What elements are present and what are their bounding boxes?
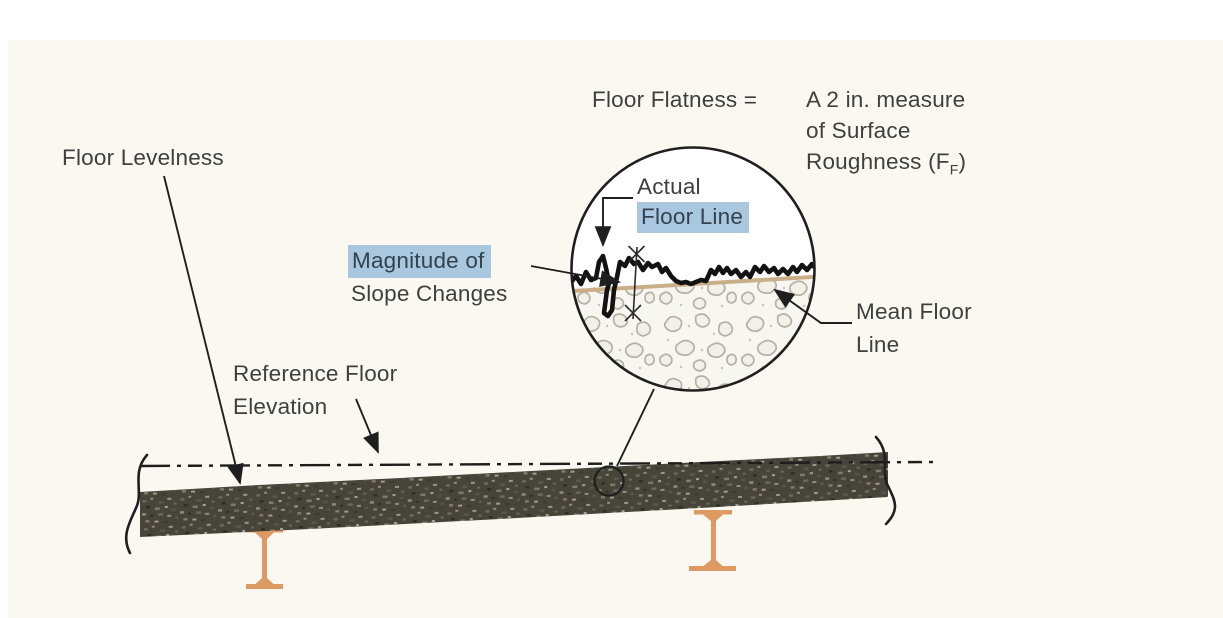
detail-circle bbox=[570, 146, 816, 392]
floor-flatness-equation: Floor Flatness = bbox=[592, 84, 757, 116]
label-reference-floor-elevation: Reference Floor Elevation bbox=[233, 357, 397, 423]
circle-connector-line bbox=[616, 388, 655, 467]
detail-circle-group bbox=[530, 146, 852, 392]
actual-line1: Actual bbox=[637, 174, 701, 199]
floor-flatness-definition: A 2 in. measure of Surface Roughness (FF… bbox=[806, 84, 966, 186]
magnitude-dimension bbox=[624, 245, 646, 322]
mean-line2: Line bbox=[856, 332, 900, 357]
floor-flatness-lhs: Floor Flatness = bbox=[592, 87, 758, 112]
mean-floor-line-leader bbox=[773, 288, 852, 324]
magnitude-leader bbox=[530, 265, 622, 287]
steel-beam-left bbox=[246, 528, 283, 589]
magnitude-line2: Slope Changes bbox=[351, 281, 508, 306]
floor-levelness-arrow bbox=[163, 175, 244, 486]
actual-floor-line-leader bbox=[594, 197, 633, 248]
magnitude-highlight: Magnitude of bbox=[348, 245, 491, 278]
reference-line1: Reference Floor bbox=[233, 361, 398, 386]
label-actual-floor-line: Actual Floor Line bbox=[637, 172, 750, 233]
steel-beam-right bbox=[689, 510, 736, 571]
floor-flatness-def-line2: of Surface bbox=[806, 118, 911, 143]
floor-flatness-def-line1: A 2 in. measure bbox=[806, 87, 966, 112]
reference-elevation-line bbox=[139, 460, 936, 468]
label-mean-floor-line: Mean Floor Line bbox=[856, 295, 972, 361]
concrete-aggregate bbox=[572, 279, 815, 391]
concrete-slab bbox=[140, 452, 888, 537]
label-magnitude-of-slope-changes: Magnitude of Slope Changes bbox=[348, 245, 507, 310]
break-line-left bbox=[124, 453, 149, 555]
floor-line-highlight: Floor Line bbox=[637, 202, 750, 233]
ff-subscript: F bbox=[949, 161, 959, 178]
floor-flatness-def-line3: Roughness (FF) bbox=[806, 149, 967, 178]
actual-floor-line-trace bbox=[571, 253, 815, 319]
reference-line2: Elevation bbox=[233, 394, 328, 419]
floor-slab-assembly bbox=[124, 435, 936, 589]
label-floor-levelness: Floor Levelness bbox=[62, 145, 224, 170]
reference-elevation-arrow bbox=[355, 398, 379, 454]
callout-circle bbox=[593, 465, 625, 497]
break-line-right bbox=[874, 435, 897, 526]
mean-line1: Mean Floor bbox=[856, 299, 972, 324]
